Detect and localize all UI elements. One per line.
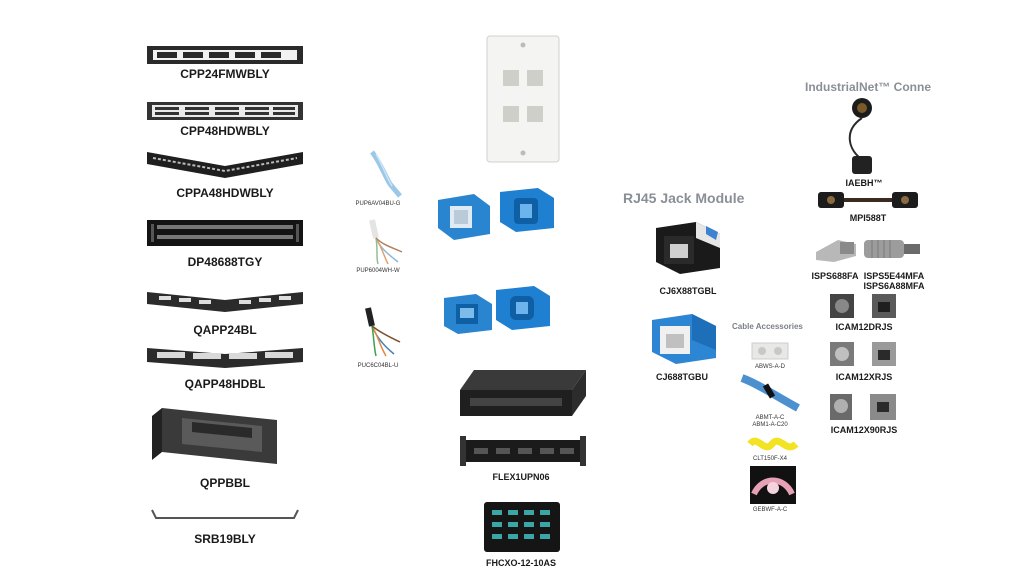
dp48-panel-image bbox=[147, 220, 303, 246]
cj688-jack-image bbox=[652, 314, 716, 364]
qapp48-label: QAPP48HDBL bbox=[184, 377, 266, 391]
blue-jack-1-image bbox=[438, 194, 490, 240]
fhcxo-cassette-image bbox=[484, 502, 560, 552]
isps5e-label: ISPS5E44MFA bbox=[863, 271, 925, 281]
isps6a-label: ISPS6A88MFA bbox=[863, 281, 925, 291]
white-cable-image bbox=[369, 219, 403, 265]
cj688-label: CJ688TGBU bbox=[655, 372, 709, 382]
iaebh-label: IAEBH™ bbox=[845, 178, 883, 188]
flex1-panel-image bbox=[460, 436, 586, 466]
icam12d-label: ICAM12DRJS bbox=[835, 322, 893, 332]
wall-plate-image bbox=[486, 35, 560, 163]
black-cable-image bbox=[365, 307, 401, 357]
qapp24-panel-image bbox=[147, 292, 303, 312]
flex-enclosure-image bbox=[460, 370, 586, 416]
abmt2-label: ABM1-A-C20 bbox=[752, 422, 788, 428]
abmt-image bbox=[740, 374, 800, 412]
qapp24-label: QAPP24BL bbox=[193, 323, 257, 337]
icam12x-image bbox=[830, 342, 896, 366]
blue-cable-image bbox=[370, 150, 402, 198]
srb19-label: SRB19BLY bbox=[194, 532, 256, 546]
flex1-label: FLEX1UPN06 bbox=[492, 472, 550, 482]
gebwf-label: GEBWF-A-C bbox=[752, 507, 788, 513]
qppbbl-image bbox=[152, 408, 277, 464]
cpp48-label: CPP48HDWBLY bbox=[180, 124, 270, 138]
icam12x-label: ICAM12XRJS bbox=[835, 372, 893, 382]
icam12x90-label: ICAM12X90RJS bbox=[830, 425, 898, 435]
abmt-label: ABMT-A-C bbox=[755, 415, 785, 421]
isps688-label: ISPS688FA bbox=[811, 271, 859, 281]
mpi-label: MPI588T bbox=[849, 213, 887, 223]
cpp24-label: CPP24FMWBLY bbox=[180, 67, 270, 81]
cj6x-label: CJ6X88TGBL bbox=[659, 286, 717, 296]
industrial-section-title: IndustrialNet™ Conne bbox=[805, 80, 932, 94]
isps-m12-plug-image bbox=[864, 240, 920, 258]
dp48-label: DP48688TGY bbox=[187, 255, 263, 269]
clt-image bbox=[747, 437, 799, 451]
clt-label: CLT150F-X4 bbox=[753, 456, 787, 462]
cpp48-panel-image bbox=[147, 102, 303, 120]
rj45-section-title: RJ45 Jack Module bbox=[623, 190, 745, 206]
white-cable-label: PUP6004WH-W bbox=[356, 268, 400, 274]
blue-jack-3-image bbox=[444, 294, 492, 334]
blue-cable-label: PUP6AV04BU-G bbox=[355, 201, 401, 207]
qapp48-panel-image bbox=[147, 348, 303, 368]
qppbbl-label: QPPBBL bbox=[199, 476, 250, 490]
cppa48-panel-image bbox=[147, 152, 303, 178]
srb19-bar-image bbox=[151, 509, 299, 519]
blue-jack-2-image bbox=[500, 188, 554, 232]
gebwf-image bbox=[750, 466, 796, 504]
abws-image bbox=[751, 342, 789, 360]
cppa48-label: CPPA48HDWBLY bbox=[176, 186, 274, 200]
blue-jack-4-image bbox=[496, 286, 550, 330]
black-cable-label: PUC6C04BL-U bbox=[357, 363, 399, 369]
mpi-connector-image bbox=[818, 192, 918, 208]
abws-label: ABWS-A-D bbox=[755, 364, 785, 370]
cable-accessories-title: Cable Accessories bbox=[732, 322, 803, 331]
iaebh-connector-image bbox=[848, 98, 872, 174]
icam12d-image bbox=[830, 294, 896, 318]
cj6x-jack-image bbox=[656, 222, 720, 274]
isps688-plug-image bbox=[816, 240, 856, 262]
cpp24-panel-image bbox=[147, 46, 303, 64]
icam12x90-image bbox=[830, 394, 896, 420]
fhcxo-label: FHCXO-12-10AS bbox=[485, 558, 557, 568]
